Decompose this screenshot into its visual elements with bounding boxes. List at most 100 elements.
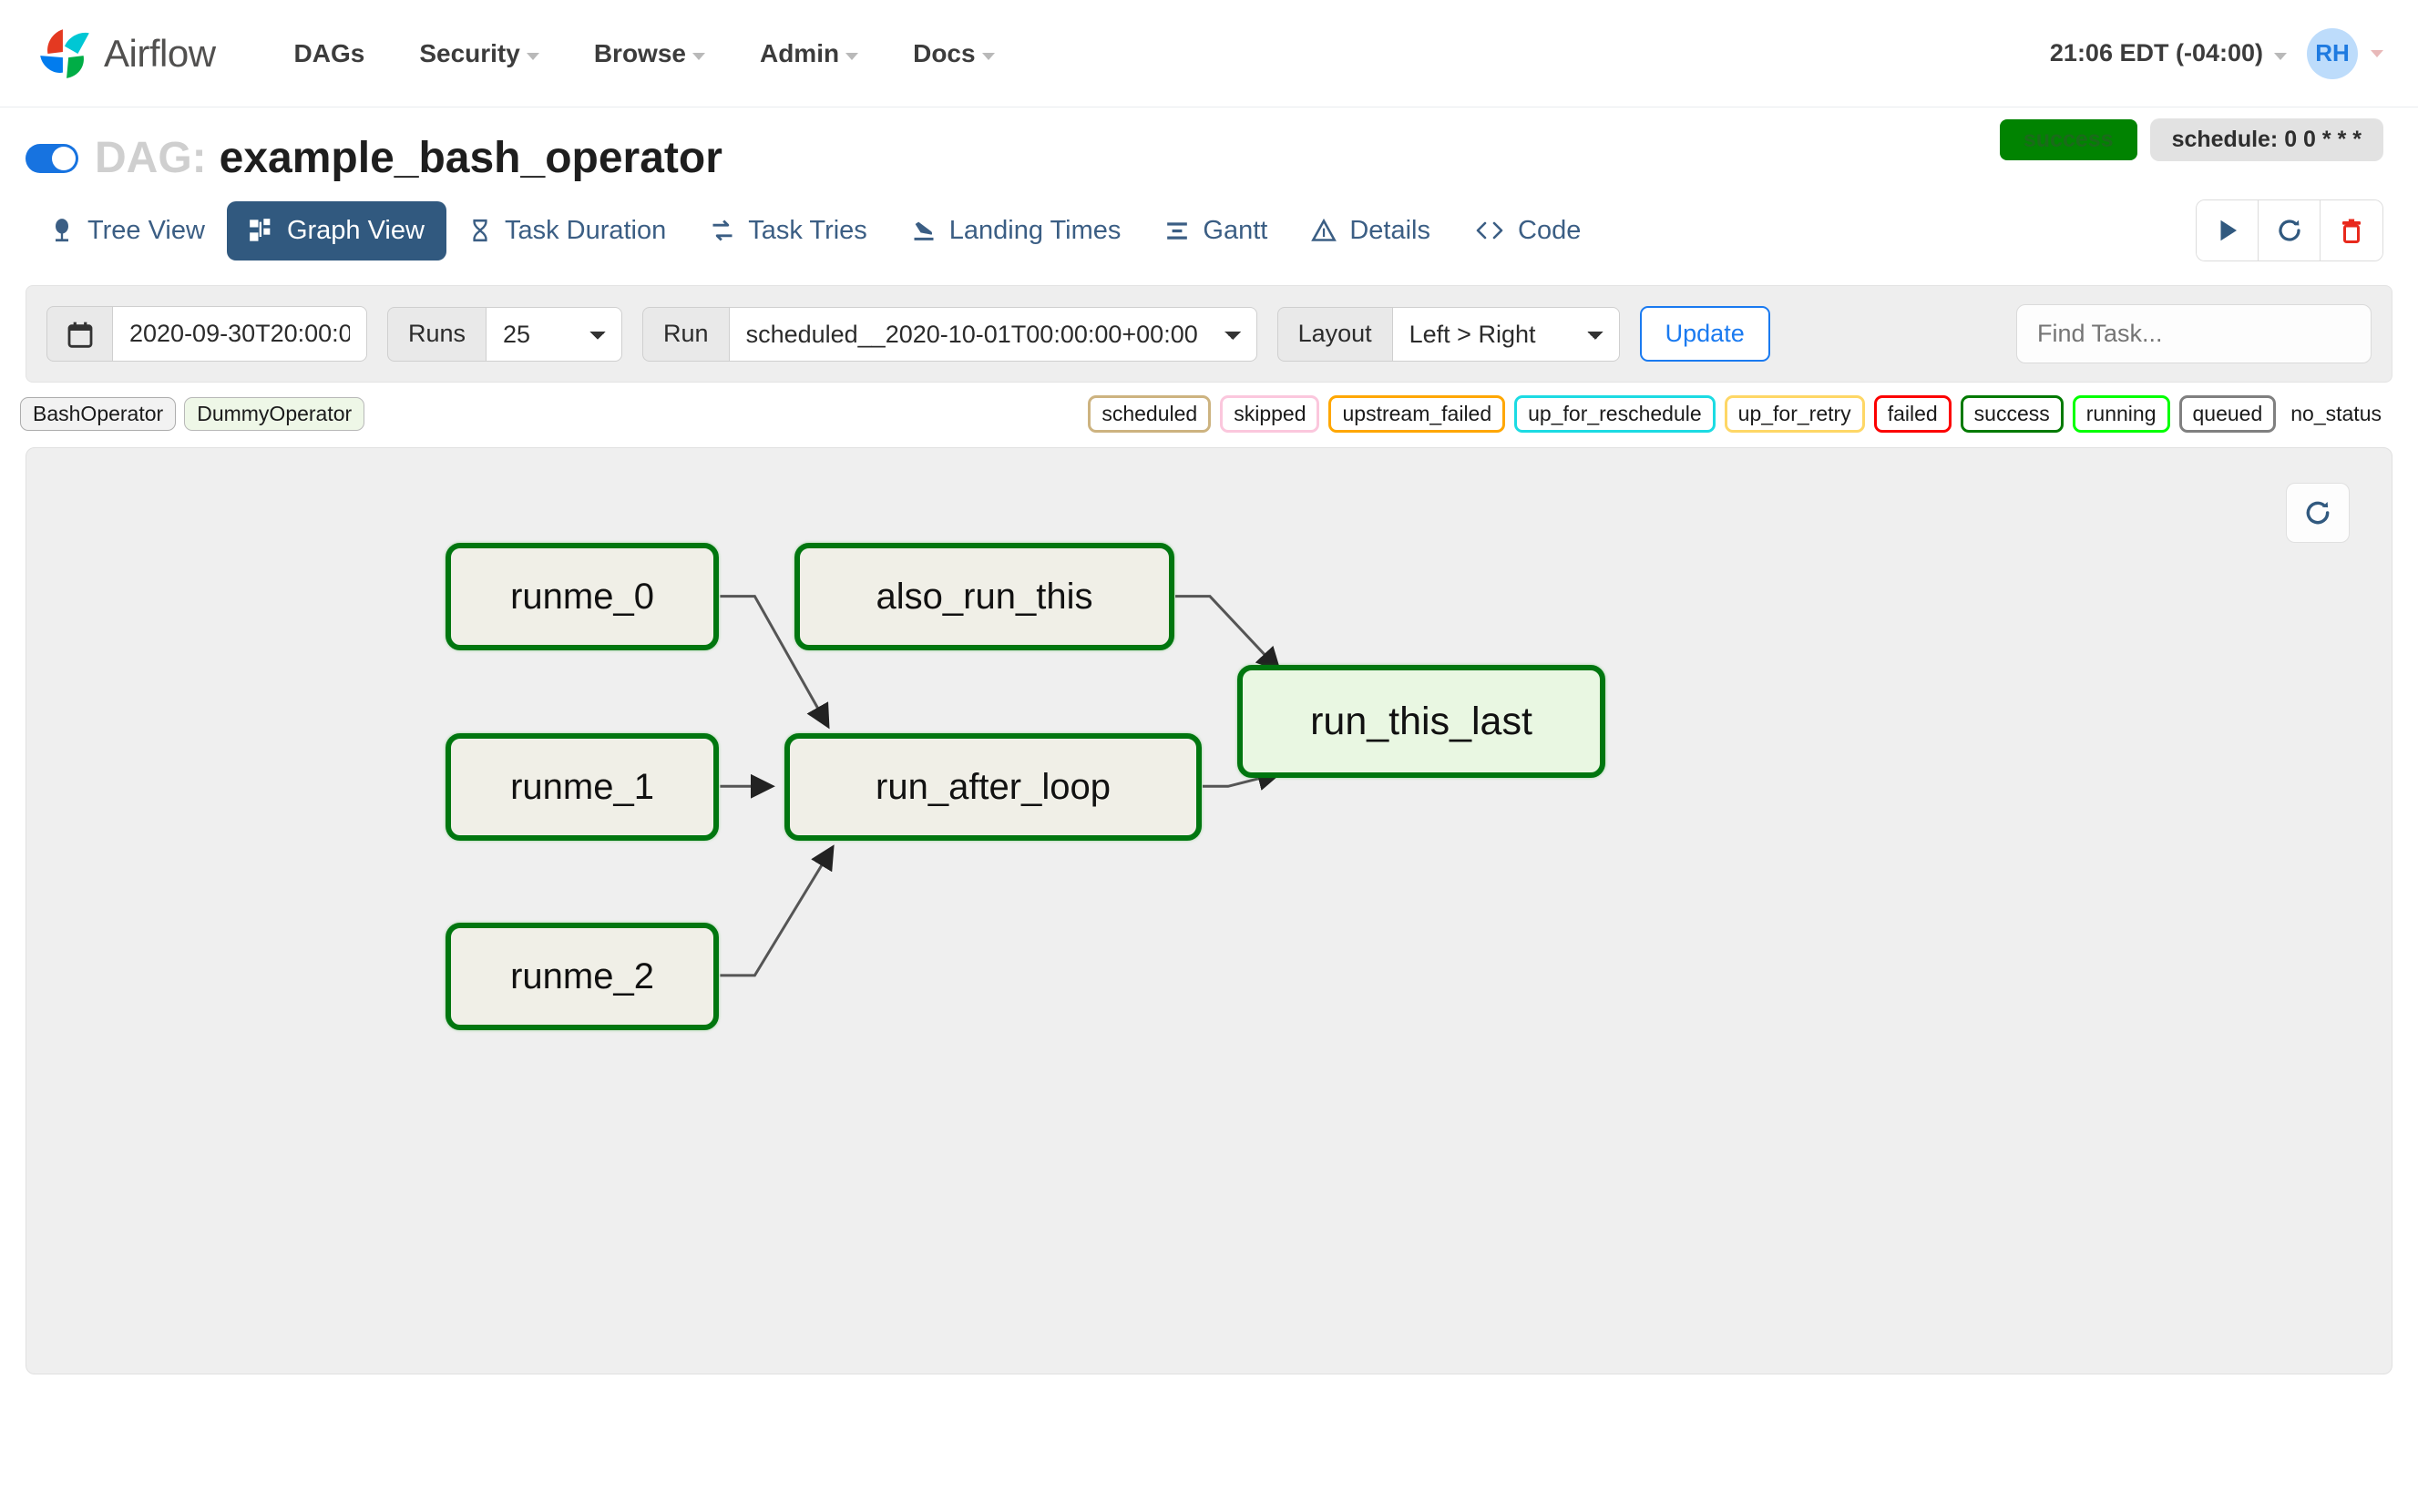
chevron-down-icon: [2274, 52, 2287, 60]
chevron-down-icon: [845, 52, 859, 60]
graph-node-label: runme_0: [510, 576, 654, 617]
delete-dag-button[interactable]: [2321, 200, 2382, 261]
legend-operator-dummy[interactable]: DummyOperator: [184, 397, 365, 431]
nav-item-dags-label: DAGs: [293, 38, 365, 67]
legend-status-running[interactable]: running: [2072, 395, 2170, 433]
graph-node-run_this_last[interactable]: run_this_last: [1237, 665, 1605, 778]
refresh-icon: [2278, 220, 2300, 241]
nav-item-docs-label: Docs: [913, 38, 976, 67]
refresh-button[interactable]: [2259, 200, 2321, 261]
tab-code[interactable]: Code: [1452, 201, 1603, 261]
dag-action-buttons: [2196, 199, 2383, 261]
landing-icon: [914, 221, 934, 240]
legend-status-failed[interactable]: failed: [1873, 395, 1952, 433]
tab-task-duration-label: Task Duration: [504, 215, 667, 245]
chevron-down-icon: [692, 52, 705, 60]
tree-icon: [56, 219, 68, 242]
base-date-group: [46, 306, 367, 362]
tab-tree-view-label: Tree View: [87, 215, 205, 245]
refresh-icon: [2306, 501, 2330, 525]
status-badge: success: [1999, 119, 2137, 160]
graph-node-label: runme_2: [510, 955, 654, 996]
tab-gantt-label: Gantt: [1203, 215, 1268, 245]
legend-status-up-for-reschedule[interactable]: up_for_reschedule: [1514, 395, 1716, 433]
graph-node-runme_0[interactable]: runme_0: [446, 543, 719, 650]
gantt-icon: [1167, 222, 1188, 240]
tab-task-tries-label: Task Tries: [748, 215, 867, 245]
graph-refresh-button[interactable]: [2286, 483, 2350, 543]
run-label: Run: [642, 306, 729, 362]
nav-item-docs[interactable]: Docs: [886, 28, 1021, 79]
clock-label: 21:06 EDT (-04:00): [2049, 39, 2263, 66]
nav-item-admin[interactable]: Admin: [733, 28, 886, 79]
graph-node-runme_1[interactable]: runme_1: [446, 733, 719, 841]
run-select[interactable]: scheduled__2020-10-01T00:00:00+00:00: [728, 306, 1257, 362]
airflow-pinwheel-icon: [40, 28, 89, 78]
status-legend: scheduled skipped upstream_failed up_for…: [1088, 395, 2392, 433]
legend-status-skipped[interactable]: skipped: [1220, 395, 1320, 433]
base-date-input[interactable]: [112, 306, 367, 362]
edge-also_run_this-run_this_last: [1175, 595, 1282, 672]
tab-details[interactable]: Details: [1289, 201, 1452, 261]
chevron-down-icon: [981, 52, 995, 60]
user-menu[interactable]: RH: [2307, 27, 2383, 79]
brand-logo-link[interactable]: Airflow: [35, 24, 216, 84]
tab-graph-view-label: Graph View: [286, 215, 425, 245]
dag-badges: success schedule: 0 0 * * *: [1999, 118, 2383, 161]
nav-item-browse[interactable]: Browse: [567, 28, 733, 79]
run-group: Run scheduled__2020-10-01T00:00:00+00:00: [642, 306, 1257, 362]
legend-status-upstream-failed[interactable]: upstream_failed: [1328, 395, 1506, 433]
legend-status-success[interactable]: success: [1960, 395, 2064, 433]
find-task-input[interactable]: [2016, 304, 2372, 363]
dag-prefix-label: DAG:: [95, 134, 207, 182]
graph-node-also_run_this[interactable]: also_run_this: [794, 543, 1174, 650]
legend-status-scheduled[interactable]: scheduled: [1088, 395, 1212, 433]
trash-icon: [2342, 219, 2361, 243]
layout-select[interactable]: Left > Right: [1391, 306, 1620, 362]
nav-item-security[interactable]: Security: [392, 28, 567, 79]
retry-icon: [712, 220, 733, 241]
top-navbar: Airflow DAGs Security Browse Admin Docs …: [0, 0, 2418, 107]
dag-title-row: DAG: example_bash_operator success sched…: [0, 107, 2418, 183]
play-icon: [2220, 220, 2237, 241]
legend-status-queued[interactable]: queued: [2178, 395, 2277, 433]
legend-status-no-status[interactable]: no_status: [2290, 402, 2382, 425]
graph-edges: [720, 595, 1283, 977]
warning-triangle-icon: [1311, 218, 1337, 241]
tab-code-label: Code: [1518, 215, 1582, 245]
code-brackets-icon: [1476, 221, 1503, 240]
nav-item-dags[interactable]: DAGs: [267, 28, 393, 79]
timezone-selector[interactable]: 21:06 EDT (-04:00): [2050, 39, 2287, 67]
tab-tree-view[interactable]: Tree View: [27, 201, 227, 261]
runs-select[interactable]: 25: [486, 306, 623, 362]
tab-task-tries[interactable]: Task Tries: [688, 201, 889, 261]
nav-item-security-label: Security: [419, 38, 520, 67]
layout-group: Layout Left > Right: [1276, 306, 1620, 362]
view-tabs: Tree View Graph View Task Duration Task …: [0, 183, 2418, 285]
update-button[interactable]: Update: [1639, 306, 1770, 362]
chevron-down-icon: [2371, 49, 2383, 57]
graph-canvas[interactable]: runme_0 also_run_this runme_1 run_after_…: [26, 447, 2392, 1374]
graph-node-label: also_run_this: [876, 576, 1093, 617]
tab-landing-times[interactable]: Landing Times: [889, 201, 1143, 261]
navbar-right: 21:06 EDT (-04:00) RH: [2050, 27, 2383, 79]
runs-group: Runs 25: [387, 306, 623, 362]
calendar-button[interactable]: [46, 306, 112, 362]
legend-status-up-for-retry[interactable]: up_for_retry: [1724, 395, 1865, 433]
graph-node-run_after_loop[interactable]: run_after_loop: [784, 733, 1202, 841]
layout-label: Layout: [1276, 306, 1392, 362]
brand-text: Airflow: [104, 31, 216, 75]
dag-pause-toggle[interactable]: [26, 143, 78, 173]
schedule-badge[interactable]: schedule: 0 0 * * *: [2149, 118, 2383, 161]
tab-task-duration[interactable]: Task Duration: [446, 201, 688, 261]
tab-graph-view[interactable]: Graph View: [226, 200, 446, 261]
tab-gantt[interactable]: Gantt: [1142, 201, 1289, 261]
chevron-down-icon: [526, 52, 539, 60]
page-title: example_bash_operator: [219, 134, 722, 182]
trigger-dag-button[interactable]: [2197, 200, 2259, 261]
runs-label: Runs: [387, 306, 487, 362]
legend-row: BashOperator DummyOperator scheduled ski…: [0, 383, 2418, 442]
graph-node-runme_2[interactable]: runme_2: [446, 923, 719, 1030]
legend-operator-bash[interactable]: BashOperator: [20, 397, 177, 431]
graph-node-label: runme_1: [510, 766, 654, 807]
